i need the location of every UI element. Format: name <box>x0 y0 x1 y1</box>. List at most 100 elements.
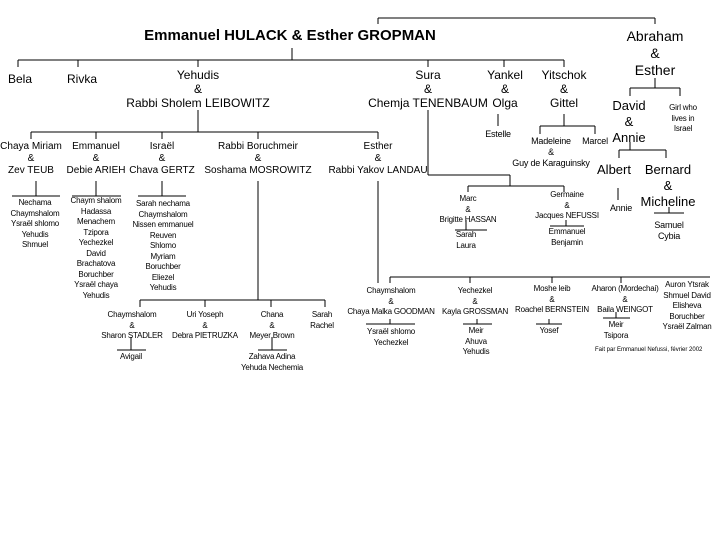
person-name: Sura <box>415 68 441 82</box>
person-name: Rabbi Boruchmeir <box>217 141 299 152</box>
person-name: Boruchber <box>145 262 181 271</box>
person-name: Debra PIETRUZKA <box>172 331 238 340</box>
person-name: Marc <box>459 194 477 203</box>
person-name: Marcel <box>582 136 608 146</box>
person-name: Laura <box>456 240 476 250</box>
person-rivka: Rivka <box>67 72 97 86</box>
couple-chaya-miriam-teub: Chaya Miriam&Zev TEUB <box>0 141 62 177</box>
person-name: & <box>27 153 35 164</box>
person-name: & <box>500 82 509 96</box>
person-name: Tsipora <box>603 330 629 340</box>
couple-aharon-weingot: Aharon (Mordechai)&Baila WEINGOT <box>591 284 658 316</box>
root-couple-title: Emmanuel HULACK & Esther GROPMAN <box>144 27 436 44</box>
person-name: Debie ARIEH <box>66 165 126 176</box>
person-name: & <box>129 320 135 330</box>
person-name: Brigitte HASSAN <box>439 215 497 224</box>
person-name: Olga <box>492 96 518 110</box>
person-name: Yechezkel <box>457 286 493 295</box>
person-name: Meir <box>608 320 624 329</box>
person-name: Yehudis <box>176 68 220 82</box>
person-name: Zev TEUB <box>8 165 54 176</box>
person-name: Esther <box>634 62 676 78</box>
person-name: Emmanuel <box>72 141 120 152</box>
person-name: Boruchber <box>669 311 705 321</box>
person-name: & <box>548 147 554 157</box>
person-name: & <box>92 153 100 164</box>
person-name: Madeleine <box>531 136 571 146</box>
couple-germaine-nefussi: Germaine&Jacques NEFUSSI <box>535 190 599 222</box>
person-name: Eliezel <box>151 272 175 282</box>
person-name: Ysraël shlomo <box>366 327 416 336</box>
person-name: Ysraël shlomo <box>10 219 60 228</box>
person-name: Chana <box>260 310 284 319</box>
person-name: Annie <box>609 203 633 213</box>
couple-uri-yoseph-pietruzka: Uri Yoseph&Debra PIETRUZKA <box>172 310 238 342</box>
person-name: Menachem <box>77 217 115 226</box>
person-name: Nissen emmanuel <box>132 220 194 229</box>
person-name: Yitschok <box>541 68 587 82</box>
couple-moshe-leib-bernstein: Moshe leib&Roachel BERNSTEIN <box>515 284 589 316</box>
couple-yitschok-gittel: Yitschok&Gittel <box>542 68 587 110</box>
person-name: Sarah <box>311 310 333 319</box>
person-name: Yankel <box>487 68 523 82</box>
person-name: Shlomo <box>150 241 176 250</box>
person-name: Sharon STADLER <box>101 331 163 340</box>
couple-emmanuel-arieh: Emmanuel&Debie ARIEH <box>67 141 126 177</box>
children-albert: Annie <box>610 203 632 214</box>
person-name: David <box>86 248 106 258</box>
person-name: Bernard <box>644 162 692 177</box>
person-name: Baila WEINGOT <box>597 305 653 314</box>
person-name: Yosef <box>539 326 559 335</box>
person-name: Rachel <box>310 320 334 330</box>
couple-chaymshalom-goodman: Chaymshalom&Chaya Malka GOODMAN <box>347 286 435 318</box>
couple-madeleine-karaguinsky: Madeleine&Guy de Karaguinsky <box>512 136 590 169</box>
person-name: Albert <box>597 162 631 177</box>
person-name: & <box>158 153 166 164</box>
person-name: Germaine <box>550 190 584 199</box>
person-name: Sarah nechama <box>136 199 190 208</box>
person-name: Ahuva <box>465 336 487 346</box>
person-name: Boruchber <box>78 269 114 279</box>
person-name: & <box>465 204 471 214</box>
person-name: & <box>254 153 262 164</box>
person-name: Chaymshalom <box>366 286 416 295</box>
person-name: Israël <box>149 141 175 152</box>
person-name: Myriam <box>150 251 176 261</box>
person-name: Reuven <box>149 230 177 240</box>
person-name: Esther <box>363 141 393 152</box>
couple-yehudis-leibowitz: Yehudis&Rabbi Sholem LEIBOWITZ <box>126 68 269 110</box>
person-name: & <box>423 82 432 96</box>
person-name: & <box>472 296 478 306</box>
children-bernstein: Yosef <box>540 326 559 337</box>
person-name: Yehudis <box>82 290 110 300</box>
person-name: Emmanuel <box>548 227 586 236</box>
person-name: Gittel <box>549 96 578 110</box>
couple-marc-hassan: Marc&Brigitte HASSAN <box>439 194 496 226</box>
person-name: & <box>564 200 570 210</box>
person-name: & <box>388 296 394 306</box>
person-name: Chava GERTZ <box>129 165 195 176</box>
couple-israel-gertz: Israël&Chava GERTZ <box>129 141 194 177</box>
person-name: Zahava Adina <box>248 352 296 361</box>
person-name: Hadassa <box>80 206 112 216</box>
person-name: Meyer Brown <box>249 331 295 340</box>
person-name: & <box>624 114 634 129</box>
person-name: & <box>193 82 203 96</box>
person-name: & <box>663 178 673 193</box>
person-name: Ysraël Zalman <box>662 322 712 331</box>
person-name: Uri Yoseph <box>186 310 224 319</box>
person-name: & <box>269 320 275 330</box>
footer-credit: Fait par Emmanuel Nefussi, février 2002 <box>595 347 703 353</box>
person-albert: Albert <box>597 162 631 178</box>
person-name: Estelle <box>485 129 511 139</box>
person-name: lives in <box>671 113 695 123</box>
person-name: Aharon (Mordechai) <box>591 284 659 293</box>
